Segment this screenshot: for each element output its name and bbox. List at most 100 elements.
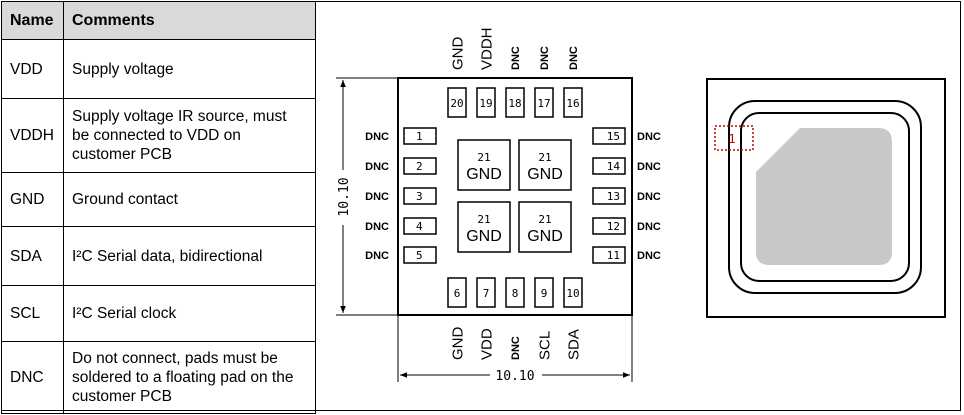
pin-number: 13 (607, 190, 620, 203)
pin-pad (505, 277, 525, 308)
pin-pad (403, 246, 437, 264)
pin-label: DNC (510, 336, 522, 360)
pin-label: DNC (365, 131, 389, 143)
pin-label: GND (449, 37, 466, 71)
pin-name: VDD (1, 39, 64, 99)
pin-pad (563, 87, 583, 118)
pin-pad (403, 187, 437, 205)
pin-number: 10 (566, 287, 579, 300)
table-row: VDDH Supply voltage IR source, must be c… (1, 98, 316, 173)
width-dimension: 10.10 (397, 315, 633, 384)
height-dimension: 10.10 (336, 77, 398, 316)
pin-number: 8 (512, 287, 519, 300)
pin-number: 16 (566, 97, 579, 110)
table-row: VDD Supply voltage (1, 39, 316, 99)
pin-5: 5 DNC (365, 246, 437, 264)
pin-number: 11 (607, 249, 620, 262)
pin-label: GND (466, 166, 502, 183)
pin-number: 20 (450, 97, 463, 110)
pin-pad (592, 246, 626, 264)
table-row: GND Ground contact (1, 172, 316, 227)
pin-label: DNC (365, 221, 389, 233)
pin-number: 12 (607, 220, 620, 233)
table-header-row: Name Comments (1, 1, 316, 40)
pin-number: 5 (416, 249, 423, 262)
pin-label: SCL (536, 331, 553, 360)
pin-label: DNC (365, 250, 389, 262)
pin-number: 1 (416, 130, 423, 143)
top-view: 1 (706, 78, 946, 318)
pin-label: DNC (637, 131, 661, 143)
top-view-ring-inner (740, 112, 910, 282)
pin-13: 13 DNC (592, 187, 661, 205)
table-row: SDA I²C Serial data, bidirectional (1, 226, 316, 286)
pin-pad (592, 127, 626, 145)
pin-3: 3 DNC (365, 187, 437, 205)
ground-pad-outline (518, 201, 572, 253)
table-row: SCL I²C Serial clock (1, 285, 316, 342)
sensor-window (756, 128, 892, 265)
pin-pad (447, 87, 467, 118)
pin-20: 20 GND (447, 37, 467, 118)
pin-label: SDA (565, 329, 582, 360)
pin-pad (447, 277, 467, 308)
pin-pad (403, 217, 437, 235)
pin-pad (592, 187, 626, 205)
pin-pad (476, 87, 496, 118)
pin-name: SDA (1, 226, 64, 286)
pin-number: 21 (477, 151, 490, 164)
pin-pad (592, 157, 626, 175)
pin-number: 21 (538, 213, 551, 226)
ground-pad-outline (457, 139, 511, 191)
pin-description-table: Name Comments VDD Supply voltage VDDH Su… (1, 1, 316, 414)
pin-4: 4 DNC (365, 217, 437, 235)
pin-label: DNC (365, 191, 389, 203)
pin-name: DNC (1, 341, 64, 414)
header-name: Name (1, 1, 64, 40)
pin-number: 19 (479, 97, 492, 110)
pin-number: 21 (538, 151, 551, 164)
pin-label: DNC (637, 161, 661, 173)
pin-label: VDD (478, 328, 495, 360)
pin-name: GND (1, 172, 64, 227)
pin-number: 21 (477, 213, 490, 226)
ground-pad-outline (518, 139, 572, 191)
pin-label: DNC (637, 191, 661, 203)
pin-comment: Supply voltage IR source, must be connec… (63, 98, 316, 173)
height-dimension-label: 10.10 (337, 177, 352, 216)
pin-pad (592, 217, 626, 235)
pin-pad (563, 277, 583, 308)
pin-label: DNC (365, 161, 389, 173)
table-row: DNC Do not connect, pads must be soldere… (1, 341, 316, 414)
pin-number: 7 (483, 287, 490, 300)
pin-comment: Do not connect, pads must be soldered to… (63, 341, 316, 414)
pin-number: 14 (607, 160, 621, 173)
pin-name: SCL (1, 285, 64, 342)
pin-pad (534, 87, 554, 118)
pin-number: 4 (416, 220, 423, 233)
pin-label: GND (466, 228, 502, 245)
pin-label: DNC (637, 250, 661, 262)
pin-pad (534, 277, 554, 308)
pin-label: VDDH (478, 27, 495, 70)
pin-number: 18 (508, 97, 521, 110)
pin-1: 1 DNC (365, 127, 437, 145)
header-comments: Comments (63, 1, 316, 40)
pin-number: 3 (416, 190, 423, 203)
pin-comment: I²C Serial data, bidirectional (63, 226, 316, 286)
pin-name: VDDH (1, 98, 64, 173)
